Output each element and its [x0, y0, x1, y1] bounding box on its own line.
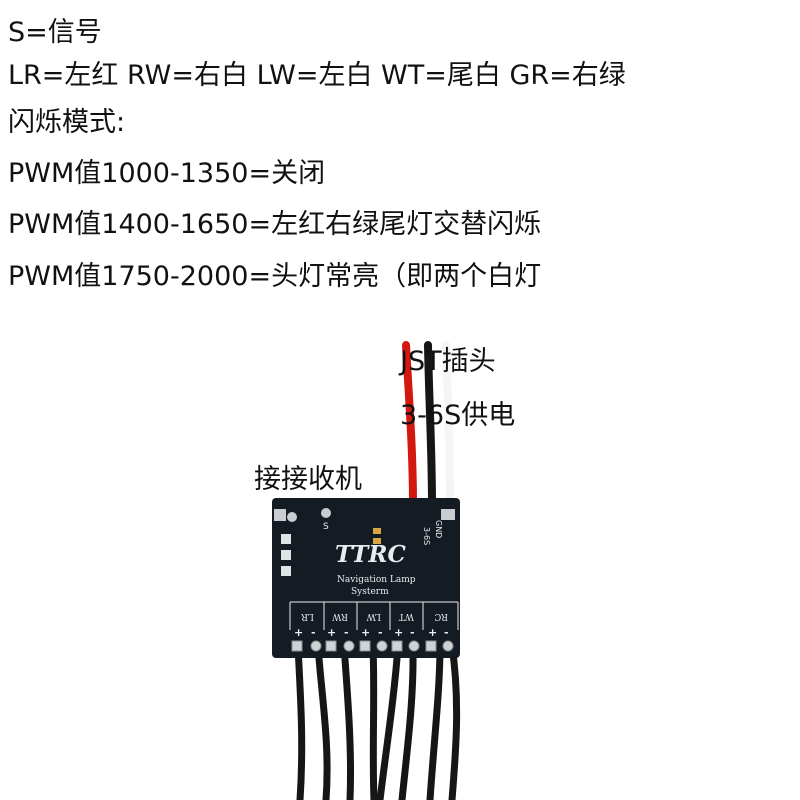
power-wires [402, 341, 454, 509]
rc-plus-sign: + [428, 626, 437, 639]
pcb-board [272, 498, 460, 658]
port-lr-label: LR [301, 611, 314, 621]
solder-pads [291, 640, 454, 652]
power-label: 3-6S [422, 527, 431, 545]
mode-off: PWM值1000-1350=关闭 [8, 158, 326, 189]
gnd-label: GND [434, 520, 443, 538]
lw-minus-sign: - [378, 626, 383, 639]
signal-legend: S=信号 [8, 17, 102, 48]
port-dividers [289, 601, 459, 630]
port-rc-label: RC [434, 611, 448, 621]
port-lw-label: LW [366, 611, 381, 621]
lw-plus-sign: + [361, 626, 370, 639]
wt-plus-sign: + [394, 626, 403, 639]
mode-headlights-on: PWM值1750-2000=头灯常亮（即两个白灯 [8, 261, 542, 292]
output-wires [294, 642, 461, 800]
jst-plug-label: JST插头 [400, 346, 496, 377]
rc-minus-sign: - [444, 626, 449, 639]
board-logo: TTRC [335, 541, 407, 568]
board-line-2: Systerm [351, 587, 389, 597]
power-supply-label: 3-6S供电 [400, 400, 516, 431]
lr-minus-sign: - [311, 626, 316, 639]
wt-minus-sign: - [410, 626, 415, 639]
board-line-1: Navigation Lamp [337, 575, 416, 585]
mode-alternate-flash: PWM值1400-1650=左红右绿尾灯交替闪烁 [8, 209, 542, 240]
rw-plus-sign: + [327, 626, 336, 639]
power-pad [441, 509, 455, 520]
signal-pad [274, 509, 286, 521]
port-wt-label: WT [399, 611, 414, 621]
signal-pin-label: S [323, 522, 329, 532]
port-rw-label: RW [331, 611, 348, 621]
receiver-label: 接接收机 [254, 464, 362, 495]
lr-plus-sign: + [294, 626, 303, 639]
rw-minus-sign: - [344, 626, 349, 639]
wire-code-legend: LR=左红 RW=右白 LW=左白 WT=尾白 GR=右绿 [8, 60, 626, 91]
flash-modes-heading: 闪烁模式: [8, 107, 126, 138]
